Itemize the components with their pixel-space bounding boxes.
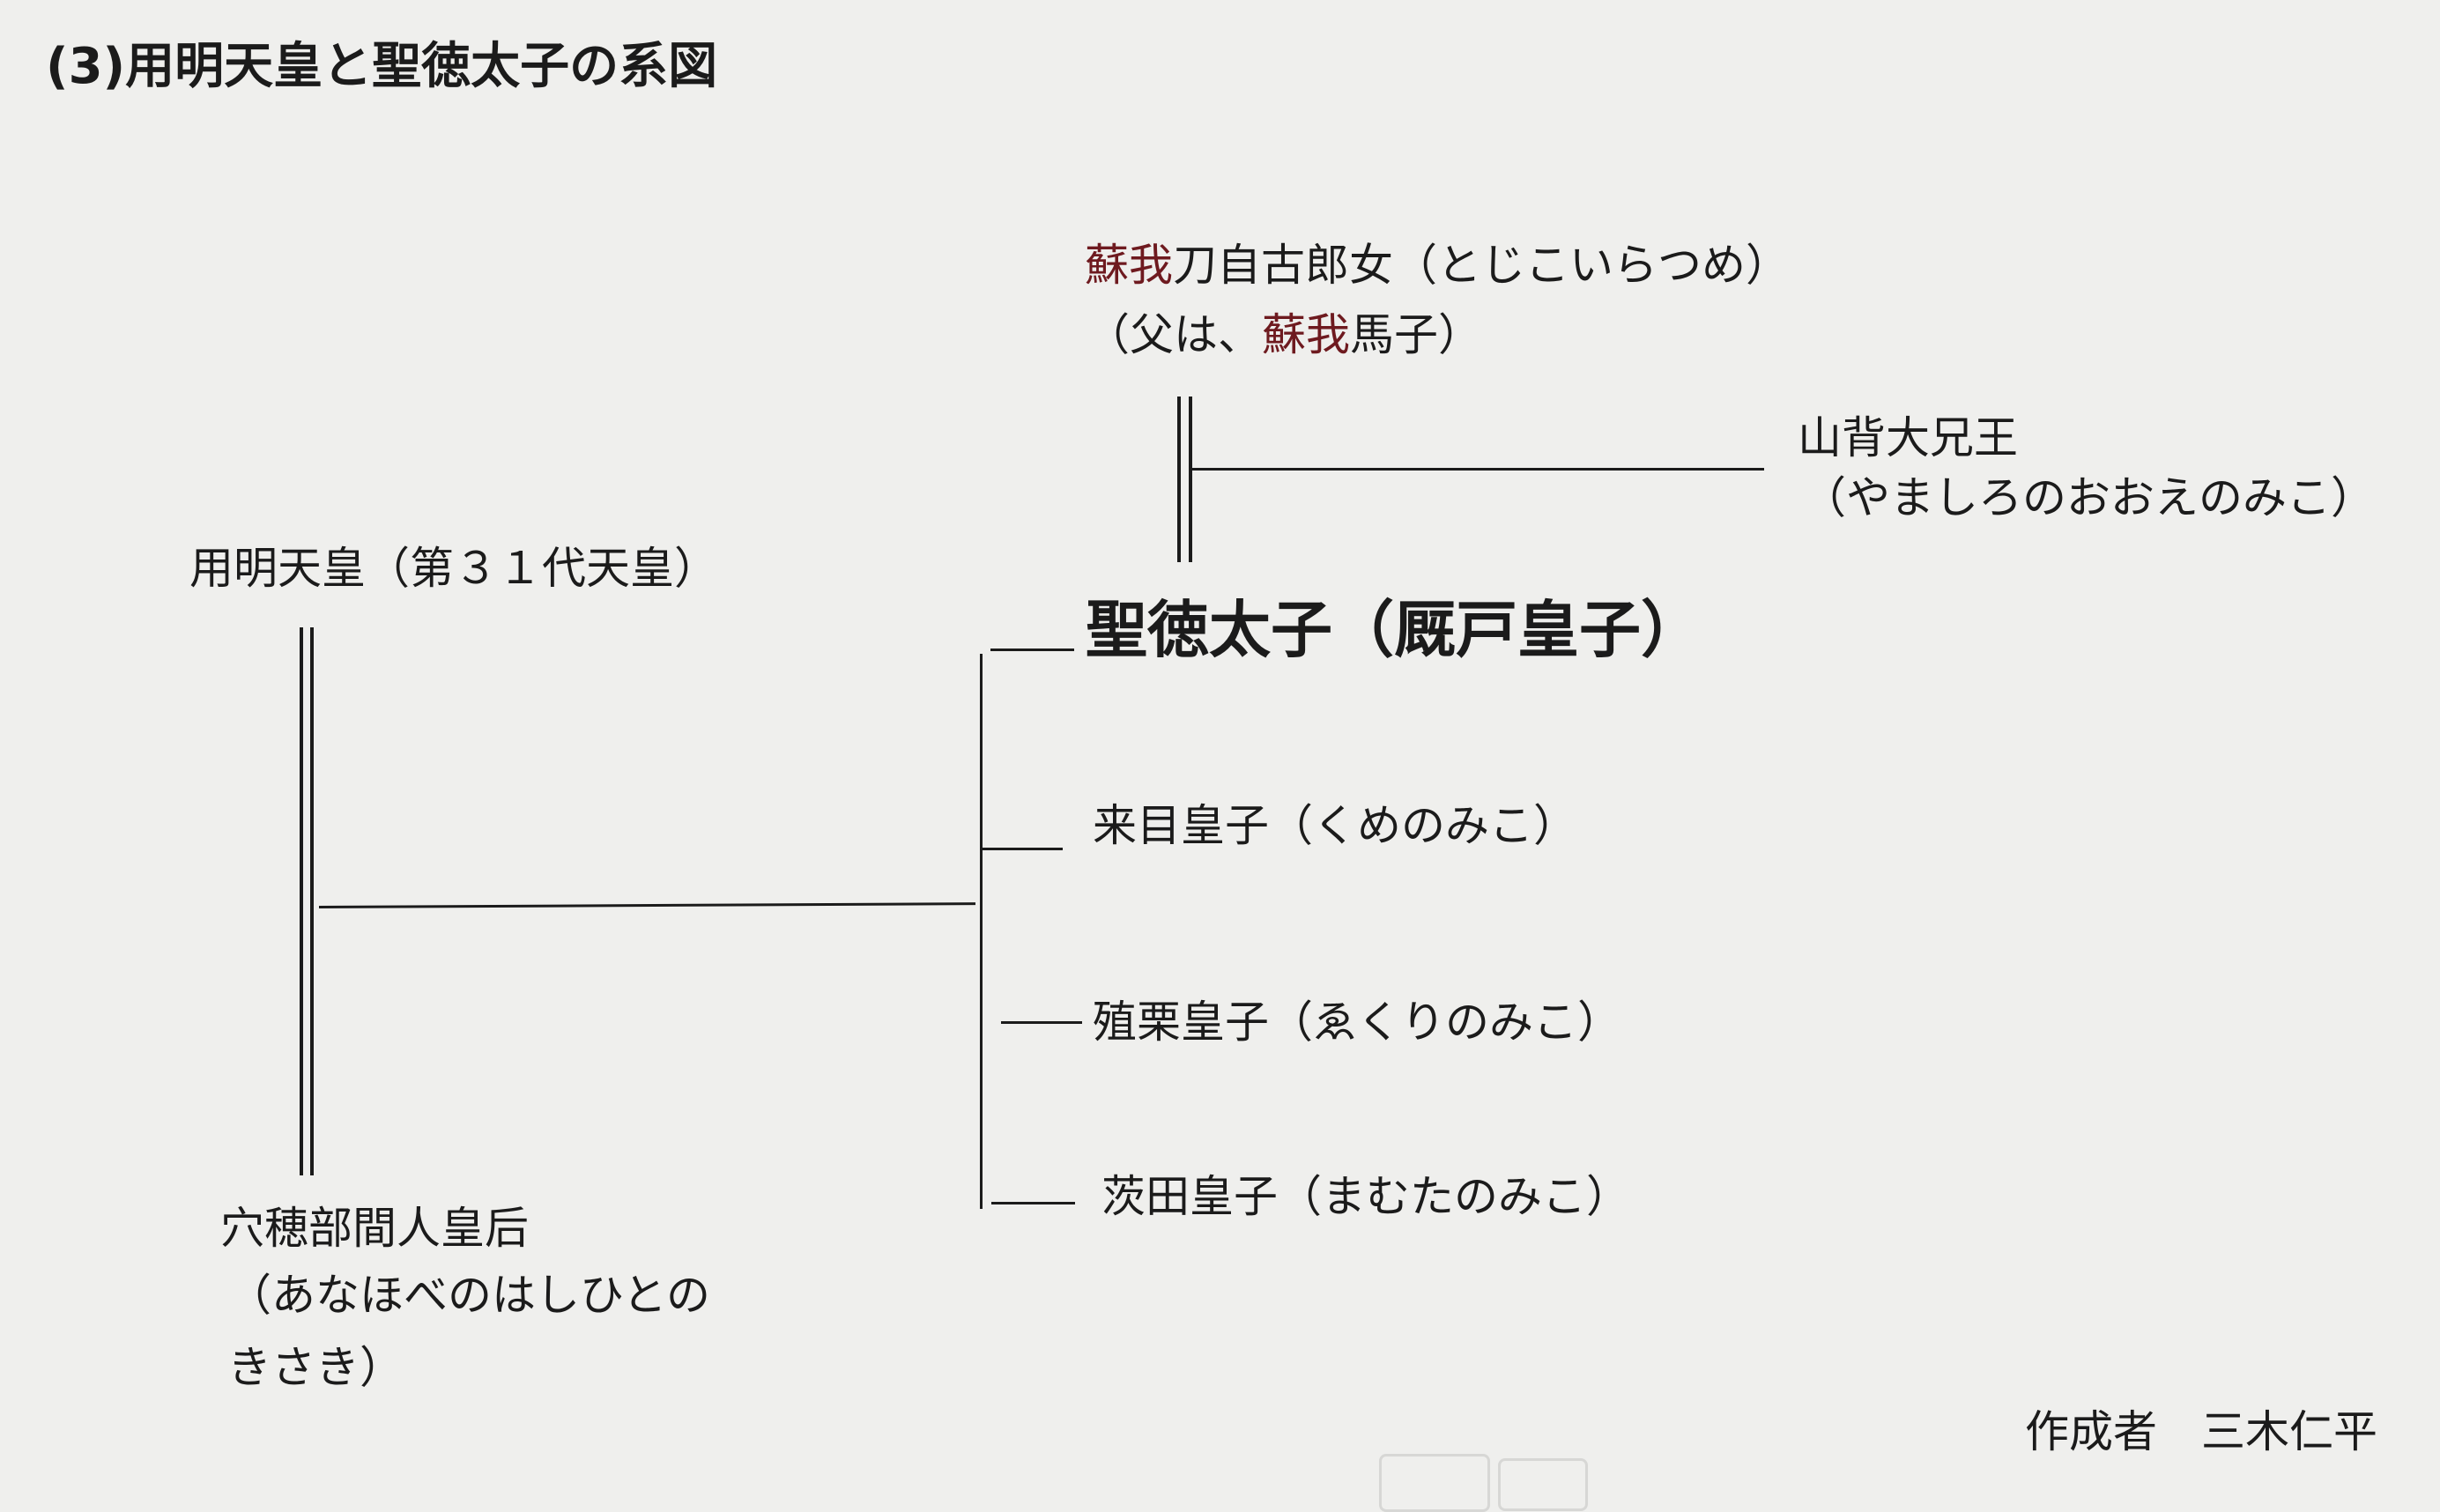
grandchild-name: 山背大兄王 (1798, 412, 2018, 463)
mother-reading-1: （あなほべのはしひとの (227, 1270, 710, 1321)
child-ekuri: 殖栗皇子（ゑくりのみこ） (1093, 997, 1621, 1048)
branch-line-ekuri (1001, 1021, 1082, 1024)
branch-line-kume (980, 848, 1063, 850)
mother-name: 穴穂部間人皇后 (220, 1203, 529, 1254)
wife-father-rest: 馬子） (1350, 309, 1482, 360)
branch-line-shotoku (990, 649, 1074, 651)
branch-line-mamuta (991, 1202, 1075, 1204)
grandchild-reading: （やましろのおおえのみこ） (1802, 472, 2375, 523)
wife-clan: 蘇我 (1085, 240, 1173, 291)
father-name: 用明天皇（第３１代天皇） (189, 543, 718, 594)
marriage-line-yomei-right (310, 627, 314, 1175)
author-credit: 作成者 三木仁平 (2025, 1406, 2377, 1457)
wife-father-clan: 蘇我 (1262, 309, 1350, 360)
diagram-title: (3)用明天皇と聖徳太子の系図 (46, 38, 718, 95)
marriage-line-shotoku-left (1177, 397, 1181, 562)
descent-line-yamashiro (1192, 468, 1764, 471)
scan-mark-left (1379, 1454, 1490, 1512)
child-mamuta: 茨田皇子（まむたのみこ） (1101, 1171, 1630, 1222)
scan-mark-right (1498, 1458, 1588, 1511)
child-shotoku-taishi: 聖徳太子（厩戸皇子） (1086, 594, 1702, 666)
children-bracket (980, 654, 983, 1209)
mother-reading-2: きさき） (227, 1342, 404, 1393)
marriage-line-yomei-left (300, 627, 303, 1175)
child-kume: 来目皇子（くめのみこ） (1093, 800, 1577, 851)
wife-father-open: （父は、 (1086, 309, 1262, 360)
marriage-line-shotoku-right (1189, 397, 1192, 562)
wife-name: 蘇我刀自古郎女（とじこいらつめ） (1085, 243, 1790, 287)
wife-name-rest: 刀自古郎女（とじこいらつめ） (1173, 240, 1790, 291)
wife-father: （父は、蘇我馬子） (1086, 313, 1482, 357)
descent-line-children (318, 902, 975, 908)
